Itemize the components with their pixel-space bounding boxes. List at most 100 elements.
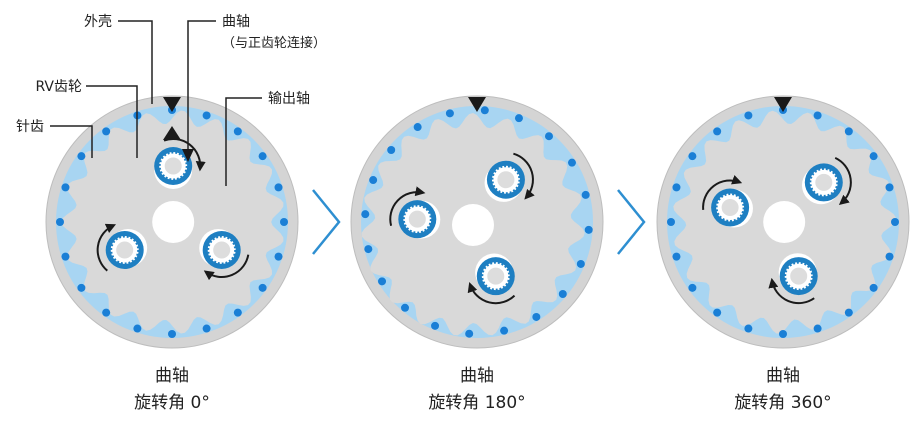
crankshaft-hub [212,240,232,260]
label-crankshaft: 曲轴 [222,14,250,30]
pin-tooth [401,303,410,312]
crankshaft [804,156,852,206]
pin-tooth [514,114,523,123]
crankshaft [486,152,535,200]
pin-tooth [102,308,111,317]
crankshaft-hub [163,156,183,176]
pin-tooth [133,324,142,333]
crankshaft-hub [486,266,506,286]
label-housing: 外壳 [84,13,112,30]
crankshaft-hub [407,209,427,229]
pin-tooth [258,283,267,292]
pin-tooth [544,132,553,141]
pin-tooth [844,308,853,317]
chevron-right-icon [617,189,646,255]
rotation-arrow [702,175,743,210]
label-crankshaft-note: （与正齿轮连接） [222,35,326,51]
pin-tooth [364,245,373,254]
crankshaft [202,231,250,281]
pin-tooth [77,152,86,161]
pin-tooth [233,308,242,317]
rotation-arrow [467,282,516,305]
pin-tooth [413,123,422,132]
rotation-arrow [513,152,535,200]
pin-tooth [168,330,176,338]
pin-tooth [465,329,474,338]
pin-tooth [584,225,593,234]
rotation-arrow [96,223,117,272]
label-rv-gear: RV齿轮 [35,79,82,95]
pin-tooth [387,146,396,155]
pin-tooth [56,218,64,226]
pin-tooth [688,152,697,161]
label-output-shaft: 输出轴 [268,91,310,107]
center-hole [763,201,806,243]
leader-lines [50,20,262,186]
stage-1-caption-line1: 曲轴 [155,366,189,386]
pin-tooth [77,283,86,292]
pin-tooth [713,127,722,136]
pin-tooth [813,111,822,120]
pin-tooth [567,158,576,167]
pin-tooth [233,127,242,136]
rotation-arrow [834,156,852,206]
stage-3-caption-line1: 曲轴 [766,366,800,386]
crankshaft-hub [814,172,834,192]
pin-tooth [274,183,283,192]
pin-tooth [885,183,894,192]
crankshaft-hub [789,266,809,286]
pin-tooth [581,190,590,199]
stage-2-caption-line2: 旋转角 180° [428,393,525,413]
pin-tooth [869,152,878,161]
crankshaft [768,257,818,305]
crankshaft [154,138,206,185]
pin-teeth [361,106,593,338]
pin-tooth [576,259,585,268]
pin-tooth [558,289,567,298]
pin-tooth [61,252,70,261]
stage-1 [45,95,299,349]
center-hole [452,204,494,246]
pin-tooth [672,252,681,261]
pin-tooth [369,176,378,185]
chevron-right-icon [312,189,341,255]
pin-tooth [744,324,753,333]
pin-tooth [361,210,370,219]
rotation-arrow [203,254,250,281]
pin-tooth [869,283,878,292]
crankshaft [467,257,516,305]
top-marker [163,97,181,112]
pin-tooth [844,127,853,136]
inner-marker [163,126,181,140]
stage-3-caption-line2: 旋转角 360° [734,393,831,413]
pin-tooth [258,152,267,161]
pin-tooth [672,183,681,192]
rotation-arrow [768,277,815,305]
pin-tooth [378,277,387,286]
pin-tooth [532,312,541,321]
crankshaft [96,223,144,272]
pin-tooth [713,308,722,317]
pin-tooth [885,252,894,261]
crankshafts [702,156,852,305]
crankshaft-hub [115,240,135,260]
stage-3 [656,95,910,349]
pin-tooth [102,127,111,136]
pin-tooth [202,324,211,333]
crankshaft-pointer [182,149,194,162]
label-pin-teeth: 针齿 [16,119,44,135]
top-marker [468,97,486,112]
crankshafts [96,138,250,281]
top-marker [774,97,792,112]
pin-tooth [274,252,283,261]
rotation-arrow [389,186,426,226]
pin-tooth [445,109,454,118]
pin-tooth [891,218,899,226]
pin-tooth [779,330,787,338]
crankshafts [389,152,535,305]
pin-tooth [813,324,822,333]
crankshaft-hub [720,198,740,218]
stage-1-caption-line2: 旋转角 0° [134,393,210,413]
stage-2-caption-line1: 曲轴 [460,366,494,386]
